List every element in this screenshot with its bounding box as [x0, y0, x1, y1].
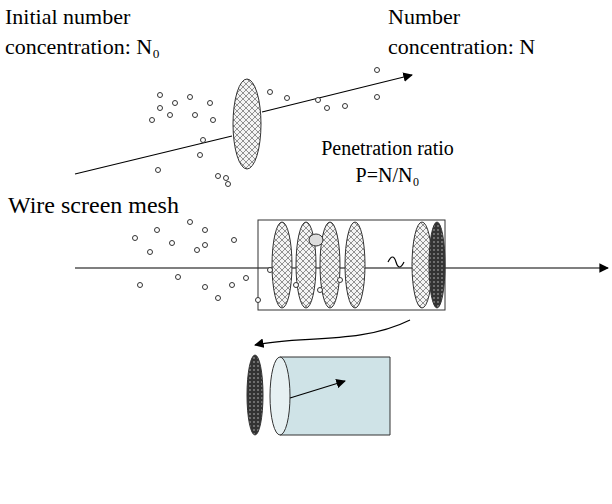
insert-arrow: [290, 381, 345, 398]
mesh-label: Wire screen mesh: [8, 190, 248, 220]
flow-arrow: [75, 267, 608, 268]
break-symbol: [388, 257, 404, 267]
vial-opening: [270, 357, 290, 435]
screen-housing: [258, 220, 445, 310]
particle-captured: [309, 234, 323, 246]
initial-concentration-label: Initial number concentration: N₀: [5, 2, 220, 62]
particles: [150, 68, 380, 187]
transfer-arrow: [255, 320, 410, 345]
extraction-vial: [280, 357, 390, 435]
wire-screens: [272, 222, 445, 308]
flow-arrow: [262, 75, 412, 112]
flow-line: [75, 136, 232, 174]
particles: [133, 220, 343, 303]
outlet-concentration-label: Number concentration: N: [388, 2, 588, 62]
last-screen: [247, 355, 263, 435]
wire-screen: [233, 79, 261, 169]
penetration-ratio-label: Penetration ratio P=N/N₀: [300, 135, 475, 189]
